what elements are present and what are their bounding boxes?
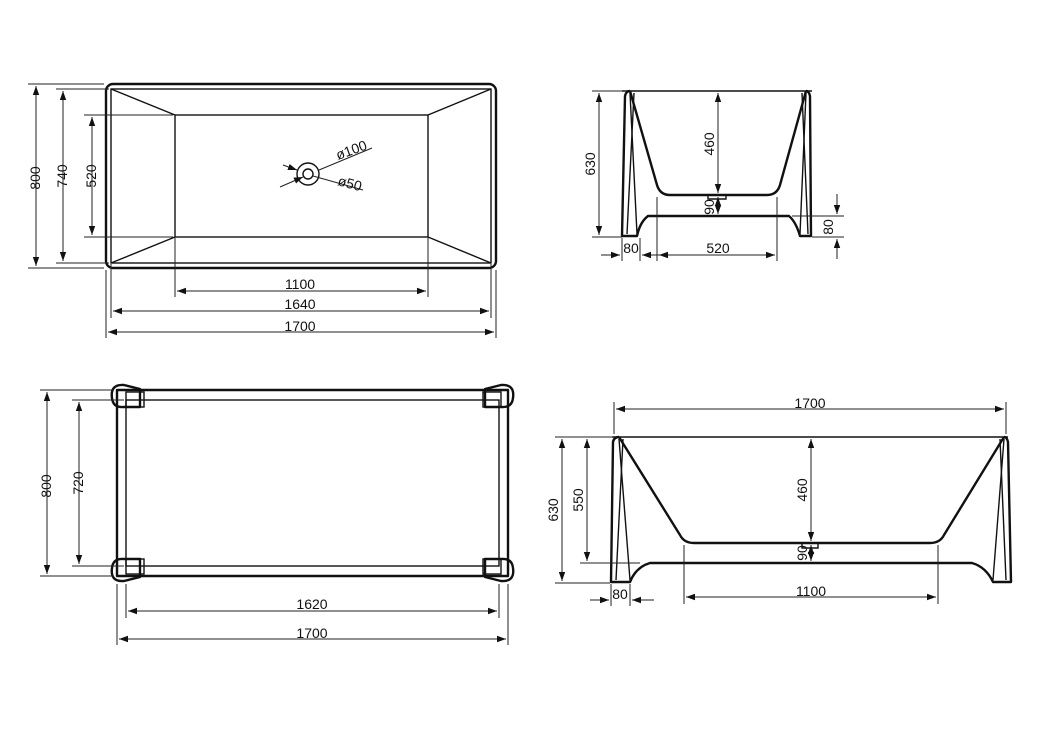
dim-label-1620: 1620 <box>296 596 327 612</box>
top-view-corner-line <box>427 88 492 116</box>
side-view-leg-edge <box>999 438 1007 581</box>
end-view-inner-basin <box>628 90 808 197</box>
end-view-leg-edge <box>801 92 809 235</box>
end-view-leg-edge <box>626 92 635 235</box>
dim-label-630-side: 630 <box>545 498 561 522</box>
dim-label-550: 550 <box>570 488 586 512</box>
top-view: ø100 ø50 800 740 520 1100 1640 1700 <box>27 82 498 338</box>
drain-outer-leader <box>282 163 298 171</box>
top-view-corner-line <box>110 236 176 264</box>
dim-label-1640: 1640 <box>284 296 315 312</box>
side-view-leg-edge <box>992 438 1005 581</box>
top-view-outer-rim <box>104 82 498 270</box>
dim-label-460-side: 460 <box>794 478 810 502</box>
base-view-foot <box>482 383 515 409</box>
dim-label-80: 80 <box>623 240 639 256</box>
dim-label-80-foot: 80 <box>820 219 836 235</box>
top-view-inner-rim <box>110 88 492 264</box>
side-view-outer-shell <box>609 435 1013 584</box>
side-view-inner-basin <box>617 436 1006 545</box>
drain-inner-diameter-label: ø50 <box>336 172 364 194</box>
side-view-leg-edge <box>615 438 624 581</box>
top-view-bottom <box>174 114 429 238</box>
dim-label-800: 800 <box>27 166 43 190</box>
dim-label-1700-base: 1700 <box>296 625 327 641</box>
drain-outer-leader <box>318 147 373 171</box>
top-view-corner-line <box>427 236 492 264</box>
dim-label-800-base: 800 <box>38 474 54 498</box>
dim-label-1100-side: 1100 <box>796 583 826 599</box>
drain-inner-circle <box>302 168 314 180</box>
drain-inner-leader <box>312 175 364 191</box>
end-view-leg-edge <box>799 92 807 235</box>
end-view-leg-edge <box>629 92 638 235</box>
dim-label-1100: 1100 <box>285 276 315 292</box>
dim-label-1700-side: 1700 <box>794 395 825 411</box>
base-view-inner-frame <box>125 399 500 567</box>
dim-label-1700: 1700 <box>284 318 315 334</box>
dim-label-740: 740 <box>54 164 70 188</box>
drain-inner-leader <box>279 176 304 188</box>
top-view-corner-line <box>110 88 176 116</box>
base-view-foot <box>482 557 515 583</box>
dim-label-630: 630 <box>582 152 598 176</box>
dim-label-460: 460 <box>701 132 717 156</box>
drain-outer-circle <box>296 162 320 186</box>
dim-label-520: 520 <box>83 164 99 188</box>
end-view-outer-shell <box>620 89 813 238</box>
base-view-outer-frame <box>115 388 510 578</box>
side-view-leg-edge <box>618 438 631 581</box>
dim-label-520-end: 520 <box>706 240 730 256</box>
dim-label-90-side: 90 <box>794 545 810 561</box>
dim-label-80-side: 80 <box>612 586 628 602</box>
side-view: 1700 630 550 460 90 80 1100 <box>545 395 1013 606</box>
end-view: 630 460 90 80 520 80 <box>582 89 844 261</box>
drain-outer-diameter-label: ø100 <box>334 137 370 163</box>
dim-label-720: 720 <box>70 471 86 495</box>
dim-label-90: 90 <box>701 199 717 215</box>
base-view: 800 720 1620 1700 <box>38 383 515 645</box>
